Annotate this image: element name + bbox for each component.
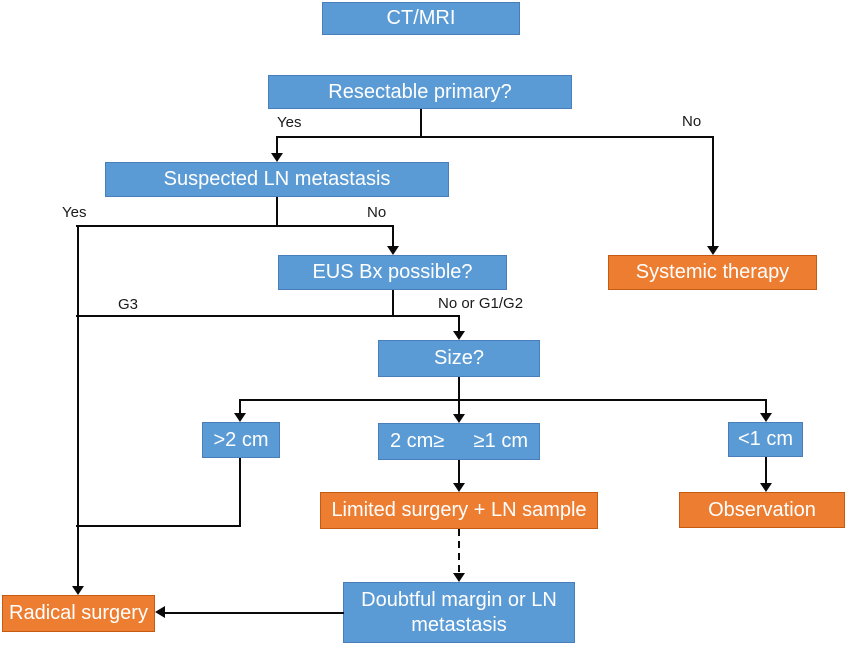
- connector-suspected-branch: [76, 225, 394, 227]
- connector-yes-long-vertical: [77, 225, 79, 587]
- node-suspected-ln-metastasis: Suspected LN metastasis: [105, 162, 449, 197]
- arrowhead-down-radical: [72, 586, 84, 595]
- arrowhead-down-limited: [453, 483, 465, 492]
- connector-to-between: [458, 399, 460, 415]
- edge-label-resectable-yes: Yes: [277, 114, 302, 131]
- node-between-label-right: ≥1 cm: [473, 430, 528, 453]
- connector-between-to-limited: [458, 460, 460, 484]
- node-between-label-left: 2 cm≥: [390, 430, 445, 453]
- arrowhead-down-systemic: [707, 246, 719, 255]
- connector-gt2-down: [239, 458, 241, 527]
- connector-doubtful-to-radical: [163, 612, 344, 614]
- connector-eus-stub: [392, 290, 394, 316]
- arrowhead-left-radical: [155, 606, 165, 618]
- arrowhead-down-suspected: [271, 153, 283, 162]
- connector-to-gt2: [239, 399, 241, 414]
- edge-label-suspected-yes: Yes: [62, 204, 87, 221]
- node-doubtful-margin-or-ln-metastasis: Doubtful margin or LN metastasis: [343, 582, 575, 643]
- node-gt-2cm: >2 cm: [202, 422, 280, 458]
- arrowhead-down-doubtful: [453, 573, 465, 582]
- connector-suspected-stub: [276, 197, 278, 226]
- arrowhead-down-gt2: [234, 413, 246, 422]
- connector-no-to-systemic: [712, 136, 714, 247]
- node-resectable-primary: Resectable primary?: [268, 75, 572, 109]
- node-between-1-and-2cm: 2 cm≥ ≥1 cm: [378, 423, 540, 460]
- node-ct-mri: CT/MRI: [322, 2, 520, 35]
- node-lt-1cm: <1 cm: [728, 422, 803, 457]
- connector-size-branch: [239, 399, 767, 401]
- node-size: Size?: [378, 340, 540, 377]
- node-observation: Observation: [679, 492, 845, 528]
- connector-resectable-branch: [276, 136, 714, 138]
- arrowhead-down-size: [453, 331, 465, 340]
- node-radical-surgery: Radical surgery: [2, 595, 155, 632]
- edge-label-resectable-no: No: [682, 113, 702, 130]
- arrowhead-down-lt1: [760, 413, 772, 422]
- arrowhead-down-eus: [387, 246, 399, 255]
- connector-size-stub: [458, 377, 460, 400]
- connector-to-lt1: [765, 399, 767, 414]
- edge-label-eus-g3: G3: [118, 296, 139, 313]
- edge-label-eus-no-or-g1g2: No or G1/G2: [438, 295, 524, 312]
- edge-label-suspected-no: No: [367, 204, 387, 221]
- connector-eus-branch: [76, 315, 460, 317]
- node-limited-surgery-ln-sample: Limited surgery + LN sample: [320, 492, 598, 529]
- connector-no-to-eus: [392, 225, 394, 247]
- connector-dashed-limited-to-doubtful: [458, 529, 460, 574]
- connector-yes-to-suspected: [276, 136, 278, 154]
- arrowhead-down-between: [453, 414, 465, 423]
- connector-lt1-to-observation: [765, 457, 767, 484]
- connector-gt2-join-left: [76, 525, 241, 527]
- connector-resectable-stub: [420, 109, 422, 137]
- connector-g1g2-to-size: [458, 315, 460, 332]
- node-systemic-therapy: Systemic therapy: [608, 255, 817, 290]
- arrowhead-down-observation: [760, 483, 772, 492]
- node-eus-bx-possible: EUS Bx possible?: [278, 255, 507, 290]
